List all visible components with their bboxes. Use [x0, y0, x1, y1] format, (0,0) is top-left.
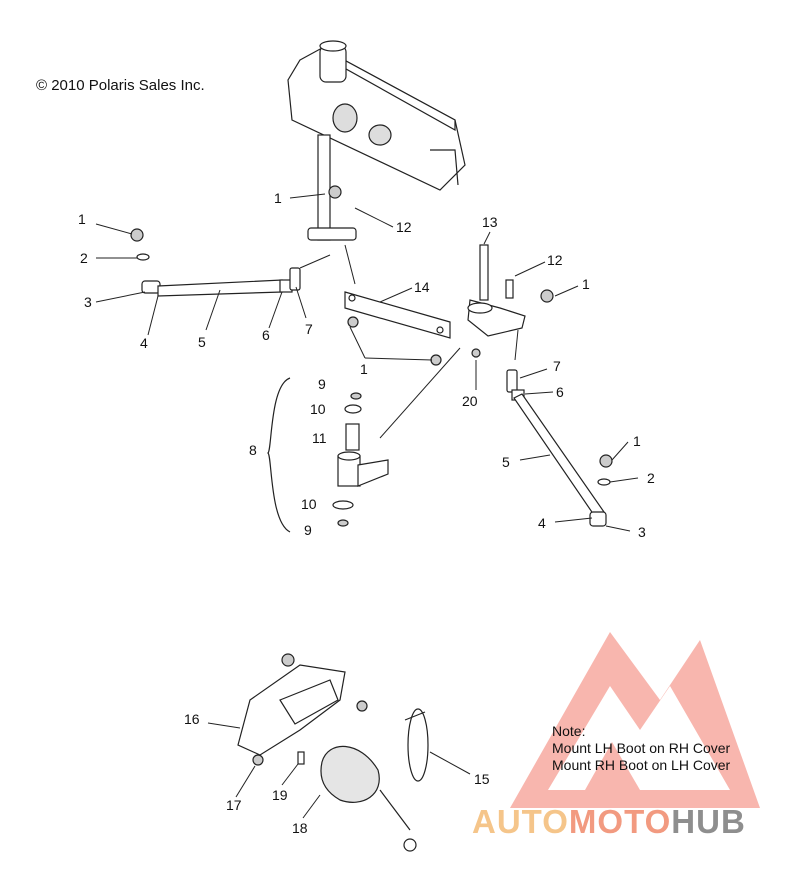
brand-watermark: AUTOMOTOHUB — [472, 803, 746, 841]
callout-label: 10 — [310, 401, 326, 417]
callout-label: 11 — [312, 430, 327, 446]
callout-label: 9 — [318, 376, 326, 392]
callout-label: 4 — [538, 515, 546, 531]
callout-label: 14 — [414, 279, 430, 295]
mounting-note: Note: Mount LH Boot on RH Cover Mount RH… — [552, 723, 730, 774]
callout-label: 8 — [249, 442, 257, 458]
watermark-logo — [510, 632, 760, 808]
callout-label: 7 — [305, 321, 313, 337]
callout-label: 1 — [633, 433, 641, 449]
brand-part-moto: MOTO — [568, 803, 672, 840]
callout-label: 3 — [638, 524, 646, 540]
callout-label: 5 — [502, 454, 510, 470]
callout-label: 6 — [262, 327, 270, 343]
callout-label: 3 — [84, 294, 92, 310]
callout-label: 15 — [474, 771, 490, 787]
idler-assembly — [267, 377, 389, 533]
callout-label: 9 — [304, 522, 312, 538]
callout-label: 16 — [184, 711, 200, 727]
callout-label: 20 — [462, 393, 478, 409]
copyright-notice: © 2010 Polaris Sales Inc. — [36, 77, 205, 94]
callout-label: 5 — [198, 334, 206, 350]
callout-label: 12 — [396, 219, 412, 235]
callout-label: 6 — [556, 384, 564, 400]
callout-label: 19 — [272, 787, 288, 803]
callout-label: 2 — [80, 250, 88, 266]
steering-frame — [287, 40, 466, 241]
brand-part-auto: AUTO — [472, 803, 569, 840]
callout-label: 13 — [482, 214, 498, 230]
callout-label: 7 — [553, 358, 561, 374]
callout-label: 18 — [292, 820, 308, 836]
note-line: Mount RH Boot on LH Cover — [552, 757, 731, 773]
leader-lines — [95, 193, 639, 819]
callouts: 1 12 1 2 3 4 5 6 7 14 13 12 1 1 20 7 6 9… — [78, 190, 655, 836]
callout-label: 1 — [78, 211, 86, 227]
callout-label: 17 — [226, 797, 242, 813]
brand-part-hub: HUB — [671, 803, 746, 840]
callout-label: 2 — [647, 470, 655, 486]
callout-label: 10 — [301, 496, 317, 512]
right-tie-rod — [506, 369, 613, 527]
callout-label: 4 — [140, 335, 148, 351]
left-tie-rod — [130, 228, 301, 297]
callout-label: 1 — [360, 361, 368, 377]
callout-label: 12 — [547, 252, 563, 268]
center-link — [344, 244, 554, 366]
boot-assembly — [237, 653, 429, 852]
note-line: Mount LH Boot on RH Cover — [552, 740, 731, 756]
callout-label: 1 — [274, 190, 282, 206]
note-title: Note: — [552, 723, 586, 739]
callout-label: 1 — [582, 276, 590, 292]
